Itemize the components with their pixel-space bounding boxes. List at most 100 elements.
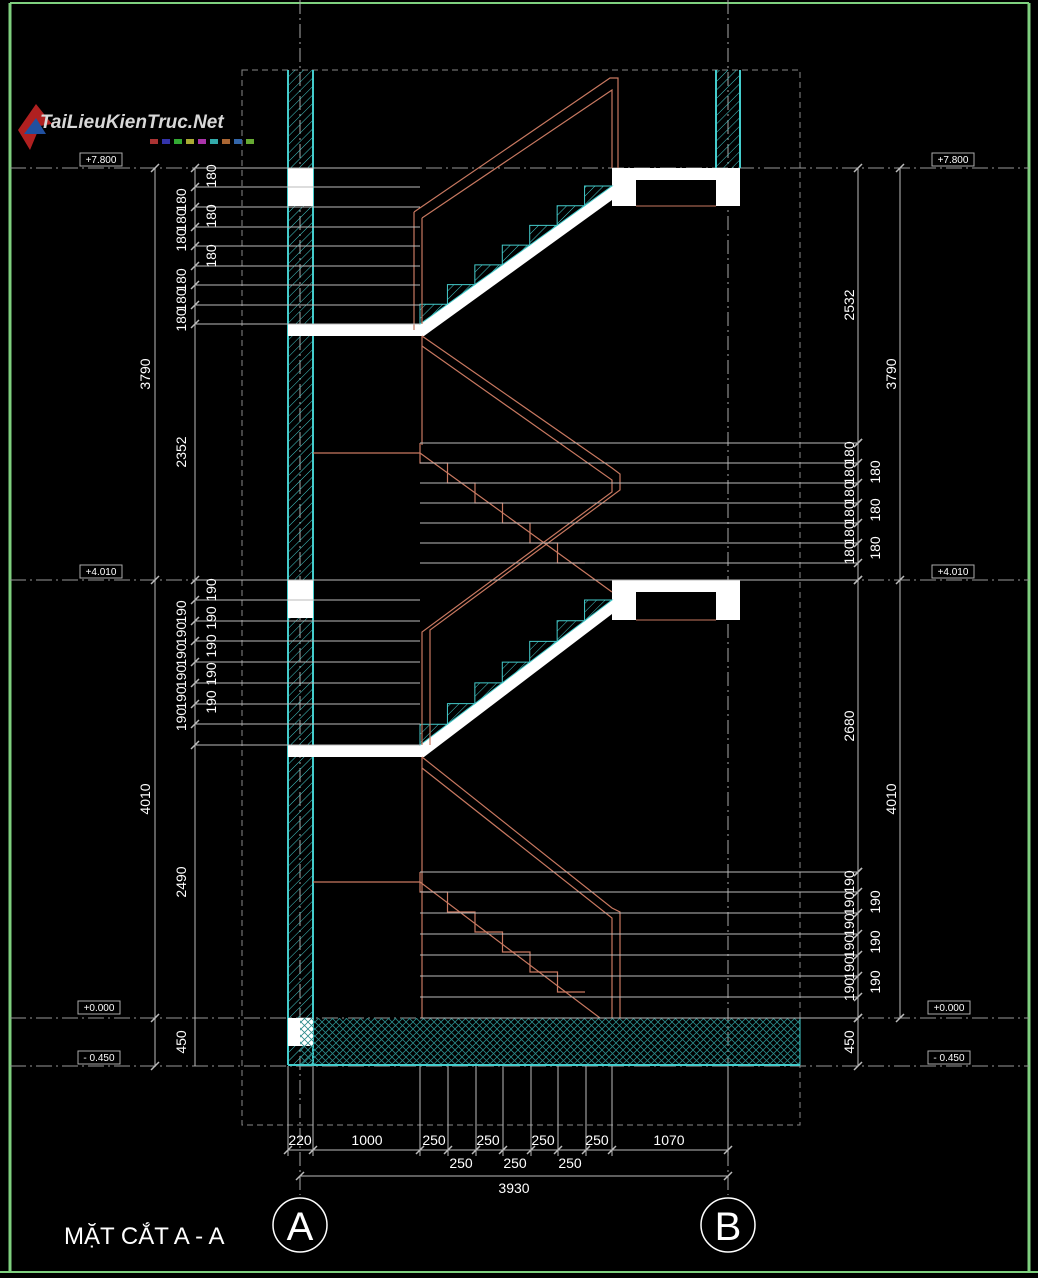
dim-bottom: 220 [288,1132,312,1148]
dim-right-outer: 3790 [883,358,899,389]
step-tread [529,640,559,664]
dim-riser: 190 [841,892,857,916]
dim-riser: 190 [203,606,219,630]
dim-riser: 180 [203,244,219,268]
dim-riser: 190 [841,978,857,1002]
svg-text:+0.000: +0.000 [934,1003,965,1014]
dim-riser: 190 [867,930,883,954]
dim-riser: 180 [173,208,189,232]
dim-riser: 190 [841,935,857,959]
dim-right-inner: 450 [841,1030,857,1054]
dim-bottom: 1000 [351,1132,382,1148]
dim-riser: 190 [841,913,857,937]
section-title: MẶT CẮT A - A [64,1222,225,1250]
level-tag-left-4010: +4.010 [79,564,123,579]
dim-left-inner: 2490 [173,866,189,897]
site-logo: TaiLieuKienTruc.Net [18,104,254,150]
dim-riser: 180 [867,460,883,484]
dim-riser: 190 [203,690,219,714]
dim-left-outer: 3790 [137,358,153,389]
logo-text: TaiLieuKienTruc.Net [40,112,224,133]
svg-text:B: B [715,1205,742,1249]
step-tread [556,620,587,643]
dim-riser: 180 [841,501,857,525]
landings [288,168,740,757]
dim-bottom: 250 [585,1132,609,1148]
svg-text:- 0.450: - 0.450 [83,1053,115,1064]
dim-riser: 180 [173,188,189,212]
step-tread [446,703,477,726]
dim-riser: 180 [841,441,857,465]
dim-riser: 190 [203,662,219,686]
level-tag-left-m450: - 0.450 [77,1050,121,1065]
dim-bottom: 250 [449,1155,473,1171]
dim-riser: 190 [173,665,189,689]
ground-slab [288,1018,801,1066]
dim-riser: 180 [173,268,189,292]
dim-riser: 190 [867,890,883,914]
dim-riser: 190 [173,686,189,710]
svg-text:+0.000: +0.000 [84,1003,115,1014]
dim-bottom: 250 [558,1155,582,1171]
dim-riser: 190 [841,870,857,894]
dim-riser: 190 [203,634,219,658]
step-tread [584,185,614,207]
step-tread [419,303,449,325]
level-tag-right-m450: - 0.450 [927,1050,971,1065]
dim-riser: 180 [841,521,857,545]
cut-flights [419,185,614,757]
dim-riser: 190 [173,708,189,732]
step-tread [474,264,504,286]
level-tag-left-0000: +0.000 [77,1000,121,1015]
level-tag-right-7800: +7.800 [931,152,975,167]
dim-bottom: 1070 [653,1132,684,1148]
axis-bubble-b: B [700,1197,756,1253]
logo-color-bar [150,139,254,144]
dim-left-outer: 450 [173,1030,189,1054]
dim-bottom: 250 [503,1155,527,1171]
level-tag-right-0000: +0.000 [927,1000,971,1015]
dim-riser: 190 [203,578,219,602]
dimension-texts: 3790401045023522490180180180180180180180… [137,164,899,1196]
dim-riser: 190 [173,600,189,624]
dim-bottom: 250 [476,1132,500,1148]
dim-riser: 180 [173,228,189,252]
axis-bubble-a: A [272,1197,328,1253]
svg-text:A: A [287,1205,314,1249]
step-tread [529,224,559,247]
dim-riser: 190 [173,622,189,646]
dim-right-inner: 2680 [841,710,857,741]
dim-riser: 190 [173,643,189,667]
svg-text:+7.800: +7.800 [86,155,117,166]
level-tags: +7.800 +7.800 +4.010 +4.010 +0.000 +0.00… [77,152,975,1065]
dim-bottom-total: 3930 [498,1180,529,1196]
svg-text:- 0.450: - 0.450 [933,1053,965,1064]
step-tread [474,682,504,705]
step-tread [501,661,532,684]
dim-right-outer: 4010 [883,783,899,814]
dim-riser: 180 [203,204,219,228]
svg-text:+7.800: +7.800 [938,155,969,166]
right-wall [715,70,741,168]
svg-text:+4.010: +4.010 [86,567,117,578]
level-tag-left-7800: +7.800 [79,152,123,167]
dim-riser: 180 [867,536,883,560]
left-wall [287,70,314,1065]
dim-riser: 190 [867,970,883,994]
step-tread [584,599,614,622]
dim-left-inner: 2352 [173,436,189,467]
dim-bottom: 250 [531,1132,555,1148]
step-tread [501,244,532,266]
section-boundary [241,69,801,1126]
dim-left-outer: 4010 [137,783,153,814]
level-tag-right-4010: +4.010 [931,564,975,579]
dim-riser: 180 [867,498,883,522]
step-tread [556,205,587,227]
svg-text:+4.010: +4.010 [938,567,969,578]
dim-right-inner: 2532 [841,289,857,320]
dim-riser: 180 [203,164,219,188]
dimension-lines [150,163,905,1181]
projected-flights [313,77,621,1019]
dim-riser: 190 [841,956,857,980]
